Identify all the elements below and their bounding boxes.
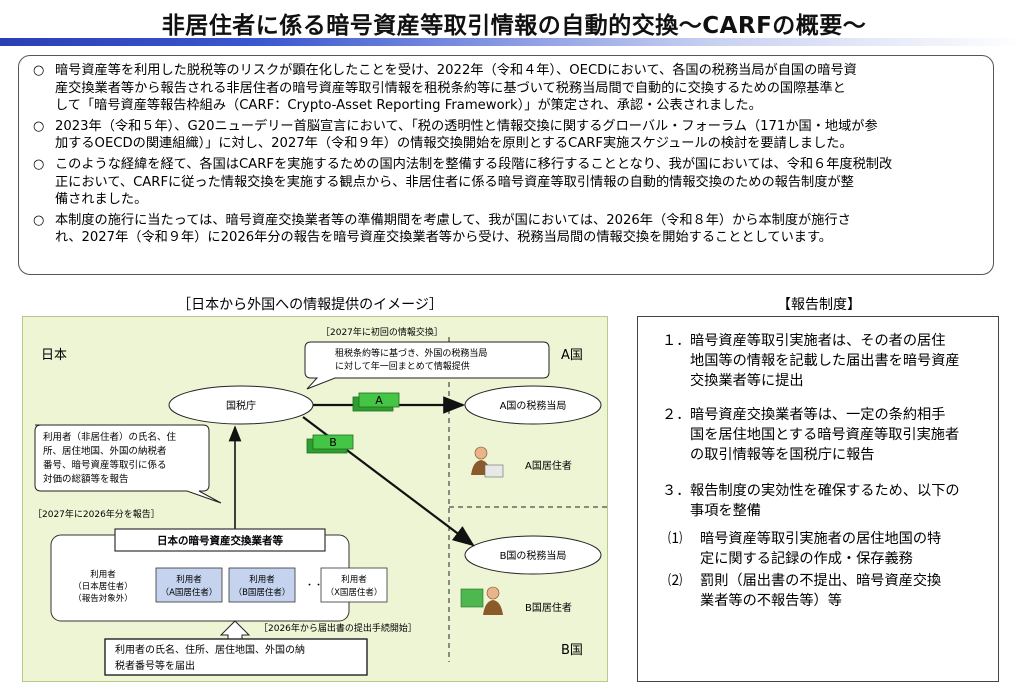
report-item-1-line-2: 地国等の情報を記載した届出書を暗号資産 bbox=[690, 353, 960, 369]
bullet-mark: ○ bbox=[33, 156, 45, 172]
user-x-line-2: （X国居住者） bbox=[326, 587, 383, 598]
report-item-2-line-2: 国を居住地国とする暗号資産等取引実施者 bbox=[690, 427, 960, 443]
summary-paragraph-1: ○ 暗号資産等を利用した脱税等のリスクが顕在化したことを受け、2022年（令和４… bbox=[31, 62, 981, 115]
user-b-line-1: 利用者 bbox=[249, 574, 275, 585]
summary-paragraph-3: ○ このような経緯を経て、各国はCARFを実施するための国内法制を整備する段階に… bbox=[31, 156, 981, 209]
users-callout-line-1: 利用者（非居住者）の氏名、住 bbox=[43, 431, 177, 443]
summary-p2-line-1: 2023年（令和５年）、G20ニューデリー首脳宣言において、「税の透明性と情報交… bbox=[55, 118, 878, 134]
region-label-b: B国 bbox=[561, 643, 583, 658]
report-subitem-2-line-1: 罰則（届出書の不提出、暗号資産交換 bbox=[700, 573, 942, 589]
filing-box-line-2: 税者番号等を届出 bbox=[115, 659, 195, 672]
bullet-mark: ○ bbox=[33, 118, 45, 134]
envelope-a-icon: A bbox=[352, 392, 400, 412]
resident-b-person-icon bbox=[460, 586, 503, 615]
report-item-1-number: １． bbox=[662, 333, 691, 349]
report-subitem-2-line-2: 業者等の不報告等）等 bbox=[700, 593, 842, 609]
bullet-mark: ○ bbox=[33, 212, 45, 228]
envelope-b-label: B bbox=[329, 436, 337, 449]
report-item-1-line-3: 交換業者等に提出 bbox=[690, 373, 804, 389]
user-jp-line-3: （報告対象外） bbox=[73, 593, 133, 604]
envelope-b-icon: B bbox=[306, 434, 354, 454]
title-bar bbox=[0, 38, 1024, 46]
report-item-3-line-1: 報告制度の実効性を確保するため、以下の bbox=[690, 483, 960, 499]
summary-box: ○ 暗号資産等を利用した脱税等のリスクが顕在化したことを受け、2022年（令和４… bbox=[18, 55, 994, 275]
report-subitem-1-line-1: 暗号資産等取引実施者の居住地国の特 bbox=[700, 531, 942, 547]
summary-p3-line-2: 正において、CARFに従った情報交換を実施する観点から、非居住者に係る暗号資産等… bbox=[55, 174, 854, 190]
report-subitem-1-number: ⑴ bbox=[668, 531, 683, 547]
summary-p1-line-3: して「暗号資産等報告枠組み（CARF：Crypto-Asset Reportin… bbox=[55, 98, 762, 114]
user-x-line-1: 利用者 bbox=[341, 574, 367, 585]
report-system-box: １． 暗号資産等取引実施者は、その者の居住 地国等の情報を記載した届出書を暗号資… bbox=[637, 316, 999, 682]
report-2026-note: ［2027年に2026年分を報告］ bbox=[33, 508, 160, 520]
resident-a-label: A国居住者 bbox=[525, 459, 572, 472]
summary-paragraph-2: ○ 2023年（令和５年）、G20ニューデリー首脳宣言において、「税の透明性と情… bbox=[31, 118, 981, 153]
treaty-callout-line-2: に対して年一回まとめて情報提供 bbox=[335, 360, 470, 372]
report-item-3-number: ３． bbox=[662, 483, 691, 499]
treaty-callout: 租税条約等に基づき、外国の税務当局 に対して年一回まとめて情報提供 bbox=[304, 341, 550, 390]
bullet-mark: ○ bbox=[33, 63, 45, 78]
user-a-line-2: （A国居住者） bbox=[161, 587, 218, 598]
report-caption: 【報告制度】 bbox=[777, 297, 861, 313]
report-subitem-1-line-2: 定に関する記録の作成・保存義務 bbox=[700, 551, 913, 567]
summary-p4-line-1: 本制度の施行に当たっては、暗号資産交換業者等の準備期間を考慮して、我が国において… bbox=[55, 212, 851, 228]
tax-authority-a-label: A国の税務当局 bbox=[500, 399, 567, 412]
users-callout-line-3: 番号、暗号資産等取引に係る bbox=[43, 459, 167, 471]
resident-b-label: B国居住者 bbox=[525, 601, 572, 614]
treaty-callout-line-1: 租税条約等に基づき、外国の税務当局 bbox=[335, 347, 487, 359]
user-jp-line-2: （日本居住者） bbox=[73, 581, 133, 592]
report-item-3-line-2: 事項を整備 bbox=[690, 503, 761, 519]
page-title: 非居住者に係る暗号資産等取引情報の自動的交換～CARFの概要～ bbox=[161, 13, 867, 39]
user-jp-line-1: 利用者 bbox=[90, 569, 116, 580]
diagram-caption: ［日本から外国への情報提供のイメージ］ bbox=[177, 297, 443, 313]
envelope-a-label: A bbox=[375, 394, 383, 407]
region-label-a: A国 bbox=[561, 348, 583, 363]
summary-p4-line-2: れ、2027年（令和９年）に2026年分の報告を暗号資産交換業者等から受け、税務… bbox=[55, 230, 832, 246]
filing-up-arrow-icon bbox=[219, 620, 251, 640]
user-x-box bbox=[320, 567, 388, 603]
report-item-2-line-1: 暗号資産交換業者等は、一定の条約相手 bbox=[690, 407, 946, 423]
user-a-box bbox=[155, 567, 223, 603]
summary-p3-line-1: このような経緯を経て、各国はCARFを実施するための国内法制を整備する段階に移行… bbox=[55, 156, 893, 172]
summary-p1-line-1: 暗号資産等を利用した脱税等のリスクが顕在化したことを受け、2022年（令和４年）… bbox=[55, 63, 857, 78]
report-item-2-number: ２． bbox=[662, 407, 691, 423]
summary-p2-line-2: 加するOECDの関連組織）」に対し、2027年（令和９年）の情報交換開始を原則と… bbox=[55, 136, 853, 152]
exchanger-title-box bbox=[114, 528, 326, 552]
users-callout-line-4: 対価の総額等を報告 bbox=[43, 473, 129, 485]
report-item-1-line-1: 暗号資産等取引実施者は、その者の居住 bbox=[690, 333, 946, 349]
info-flow-diagram: 日本 A国 B国 ［2027年に初回の情報交換］ 租税条約等に基づき、外国の税務… bbox=[22, 316, 609, 682]
filing-box-line-1: 利用者の氏名、住所、居住地国、外国の納 bbox=[115, 643, 305, 656]
report-subitem-2-number: ⑵ bbox=[668, 573, 683, 589]
user-b-line-2: （B国居住者） bbox=[234, 587, 291, 598]
region-label-japan: 日本 bbox=[41, 348, 67, 363]
filing-box bbox=[104, 638, 368, 676]
nta-label: 国税庁 bbox=[226, 399, 256, 412]
tax-authority-b-node bbox=[464, 535, 602, 575]
summary-p1-line-2: 産交換業者等から報告される非居住者の暗号資産等取引情報を租税条約等に基づいて税務… bbox=[55, 80, 846, 96]
report-item-2-line-3: の取引情報等を国税庁に報告 bbox=[690, 447, 875, 463]
summary-paragraph-4: ○ 本制度の施行に当たっては、暗号資産交換業者等の準備期間を考慮して、我が国にお… bbox=[31, 212, 981, 247]
resident-a-person-icon bbox=[471, 446, 504, 478]
info-flow-svg: 日本 A国 B国 ［2027年に初回の情報交換］ 租税条約等に基づき、外国の税務… bbox=[33, 326, 609, 676]
exchanger-label: 日本の暗号資産交換業者等 bbox=[157, 534, 283, 547]
users-info-callout: 利用者（非居住者）の氏名、住 所、居住地国、外国の納税者 番号、暗号資産等取引に… bbox=[34, 424, 222, 504]
filing-start-note: ［2026年から届出書の提出手続開始］ bbox=[259, 622, 417, 634]
users-callout-line-2: 所、居住地国、外国の納税者 bbox=[43, 445, 167, 457]
user-a-line-1: 利用者 bbox=[176, 574, 202, 585]
user-b-box bbox=[228, 567, 296, 603]
summary-p3-line-3: 備されました。 bbox=[55, 192, 148, 208]
first-exchange-note: ［2027年に初回の情報交換］ bbox=[321, 326, 443, 338]
tax-authority-b-label: B国の税務当局 bbox=[500, 549, 567, 562]
user-ellipsis: ・・・ bbox=[305, 581, 332, 591]
